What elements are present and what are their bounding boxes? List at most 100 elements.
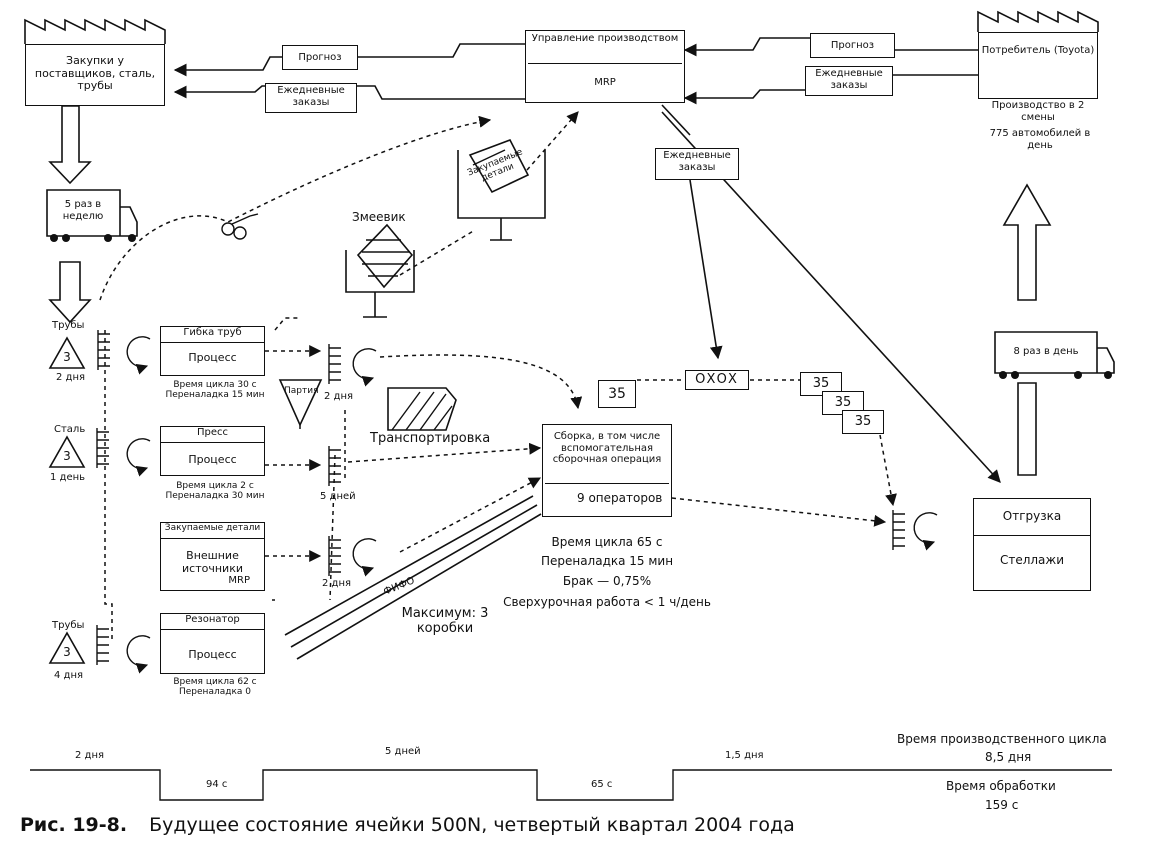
timeline-d1: 2 дня <box>75 750 105 761</box>
press-name: Пресс <box>161 427 264 443</box>
triangle-pipes1 <box>48 336 86 369</box>
transport-hatch <box>391 391 453 431</box>
production-control[interactable]: Управление производством MRP <box>525 30 685 103</box>
rack-steel <box>96 428 109 468</box>
customer-factory[interactable]: Потребитель (Toyota) <box>978 32 1098 99</box>
kanban-card-4[interactable]: 35 <box>842 410 884 434</box>
inv-pipes1-days: 2 дня <box>56 372 86 383</box>
supplier-roof <box>24 18 166 44</box>
press-info: Время цикла 2 с Переналадка 30 мин <box>165 481 265 502</box>
sm3-days: 2 дня <box>322 578 352 589</box>
rack-pipes1 <box>97 330 110 370</box>
customer-info-2: 775 автомобилей в день <box>989 128 1091 151</box>
assembly-info-2: Переналадка 15 мин <box>540 554 674 568</box>
inv-steel-label: Сталь <box>54 424 86 435</box>
rack-sm4 <box>892 510 905 550</box>
bin-signal <box>526 111 579 171</box>
coil-diamond <box>356 223 414 289</box>
transport-label: Транспортировка <box>370 431 491 446</box>
supplier-factory[interactable]: Закупки у поставщиков, сталь, трубы <box>25 44 165 106</box>
proc-time-label: Время обработки <box>946 779 1056 793</box>
purchased-name: Закупаемые детали <box>161 523 264 539</box>
inv-pipes2-qty: 3 <box>63 645 71 659</box>
pull-circle-1 <box>126 336 151 375</box>
coil-bin-body <box>345 250 415 318</box>
rack-sm2 <box>328 446 341 486</box>
shipping-body: Стеллажи <box>999 553 1065 567</box>
pull-circle-2 <box>126 438 151 477</box>
truck-out-label: 8 раз в день <box>1013 346 1079 357</box>
ship-arrow-up-1 <box>1002 183 1052 301</box>
process-press[interactable]: Пресс Процесс <box>160 426 265 476</box>
pull-circle-4 <box>352 348 377 387</box>
lead-time-label: Время производственного цикла <box>897 732 1107 746</box>
process-shipping[interactable]: Отгрузка Стеллажи <box>973 498 1091 591</box>
assembly-operators: 9 операторов <box>577 491 663 505</box>
batch-triangle <box>278 379 323 427</box>
ship-arrow-up-2 <box>1017 382 1037 476</box>
sm1-days: 2 дня <box>324 391 354 402</box>
coil-label: Змеевик <box>352 210 406 224</box>
inv-steel-days: 1 день <box>50 472 86 483</box>
process-bending[interactable]: Гибка труб Процесс <box>160 326 265 376</box>
coil-signal <box>399 229 476 276</box>
triangle-steel <box>48 435 86 468</box>
flag-forecast-left[interactable]: Прогноз <box>282 45 358 70</box>
kanban-card-1[interactable]: 35 <box>598 380 636 408</box>
pipe-withdraw <box>104 330 113 640</box>
flag-daily-mid[interactable]: Ежедневные заказы <box>655 148 739 180</box>
flag-daily-right[interactable]: Ежедневные заказы <box>805 66 893 96</box>
go-see-line <box>99 115 492 301</box>
bending-info: Время цикла 30 с Переналадка 15 мин <box>165 380 265 401</box>
resonator-name: Резонатор <box>161 614 264 630</box>
fifo-lane-1 <box>284 495 534 636</box>
sm2-days: 5 дней <box>320 491 356 502</box>
sm3-to-assembly <box>399 477 542 553</box>
assembly-to-shipping <box>671 497 887 527</box>
process-resonator[interactable]: Резонатор Процесс <box>160 613 265 674</box>
press-body: Процесс <box>188 453 237 466</box>
flag-daily-left[interactable]: Ежедневные заказы <box>265 83 357 113</box>
inv-steel-qty: 3 <box>63 449 71 463</box>
customer-roof <box>977 10 1099 32</box>
rack-sm1 <box>328 344 341 384</box>
assembly-info-1: Время цикла 65 с <box>551 535 663 549</box>
batch-link <box>274 317 346 601</box>
bending-body: Процесс <box>188 351 237 364</box>
process-purchased[interactable]: Закупаемые детали Внешние источники MRP <box>160 522 265 591</box>
heijunka-box[interactable]: OXOX <box>685 370 749 390</box>
rack-sm3 <box>328 536 341 576</box>
purchased-card <box>468 139 530 194</box>
pull-circle-5 <box>352 538 377 577</box>
purchased-bin-body <box>457 150 546 241</box>
assembly-info-3: Брак — 0,75% <box>562 574 652 588</box>
card-line <box>472 149 506 166</box>
pull-circle-6 <box>913 512 938 551</box>
orders-to-heijunka <box>661 104 718 358</box>
push-arrow-down-1 <box>48 105 92 185</box>
assembly-info-4: Сверхурочная работа < 1 ч/день <box>503 595 711 609</box>
timeline-t2: 65 с <box>591 779 613 790</box>
fifo-lane-3 <box>296 513 542 660</box>
inv-pipes1-qty: 3 <box>63 350 71 364</box>
truck-in-label: 5 раз в неделю <box>62 199 104 222</box>
flag-forecast-right[interactable]: Прогноз <box>810 33 895 58</box>
timeline-d3: 1,5 дня <box>725 750 764 761</box>
lead-time-value: 8,5 дня <box>985 750 1032 764</box>
resonator-body: Процесс <box>188 648 237 661</box>
timeline-line <box>30 769 1112 801</box>
pull-circle-3 <box>126 635 151 674</box>
inv-pipes2-days: 4 дня <box>54 670 84 681</box>
coil-hatch <box>362 239 410 277</box>
fifo-max: Максимум: 3 коробки <box>401 606 489 636</box>
customer-title: Потребитель (Toyota) <box>981 45 1095 56</box>
sm2-to-assembly <box>347 442 542 463</box>
timeline-d2: 5 дней <box>385 746 421 757</box>
process-assembly[interactable]: Сборка, в том числе вспомогательная сбор… <box>542 424 672 517</box>
caption-text: Будущее состояние ячейки 500N, четвертый… <box>149 814 795 836</box>
caption-number: Рис. 19-8. <box>20 814 128 836</box>
purchased-sub: MRP <box>228 575 250 586</box>
kanban-to-sm4 <box>879 434 897 507</box>
sm1-to-assembly <box>379 354 583 410</box>
